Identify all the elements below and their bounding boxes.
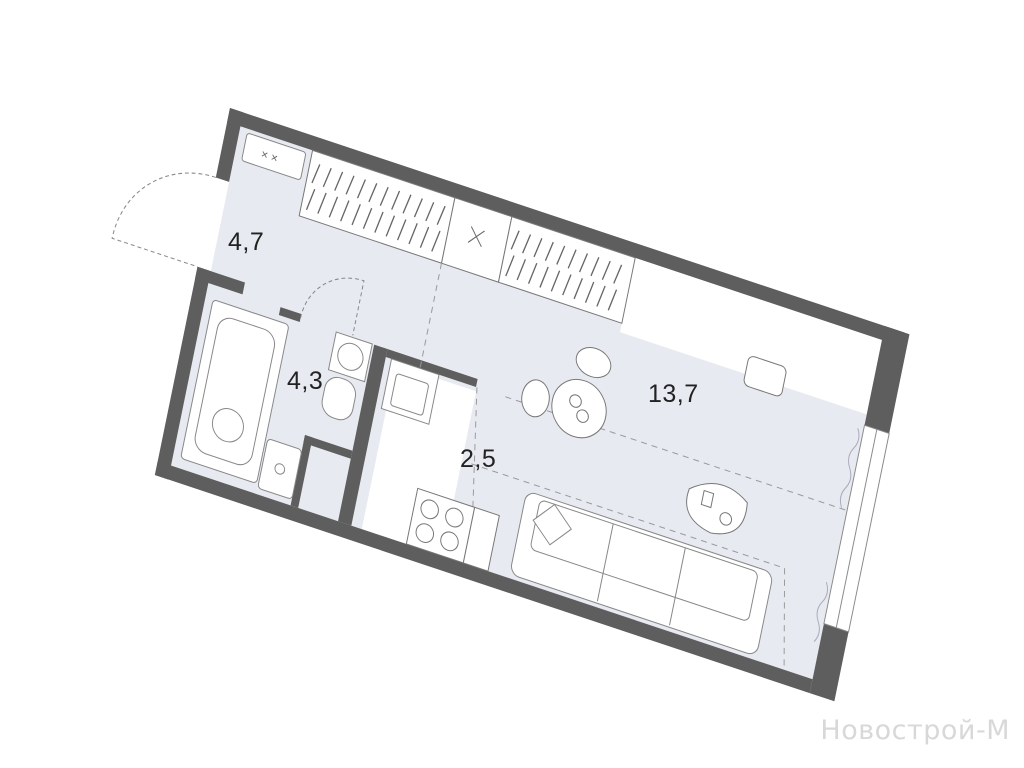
coffee-table [686,482,748,535]
shelf [241,133,307,180]
bathroom-sink [257,439,302,499]
area-label-living-room: 13,7 [648,380,699,408]
sofa [511,492,773,655]
plan-body: × × [111,108,910,702]
toilet [321,376,357,421]
area-label-hallway: 4,7 [228,228,265,256]
kitchen-sink [380,358,440,425]
area-label-kitchen: 2,5 [460,445,497,473]
curtain [813,428,860,642]
bathtub [180,300,289,483]
stove [405,487,500,572]
walls [154,108,910,702]
wardrobe [298,149,636,324]
watermark: Новострой-М [820,715,1010,746]
washing-machine [327,331,373,383]
entrance-door [111,172,216,268]
dining-table [521,347,612,439]
chair [743,356,787,397]
svg-text:× ×: × × [260,147,279,166]
unshaded-area [620,257,882,415]
window [823,424,890,633]
area-label-bathroom: 4,3 [287,367,324,395]
